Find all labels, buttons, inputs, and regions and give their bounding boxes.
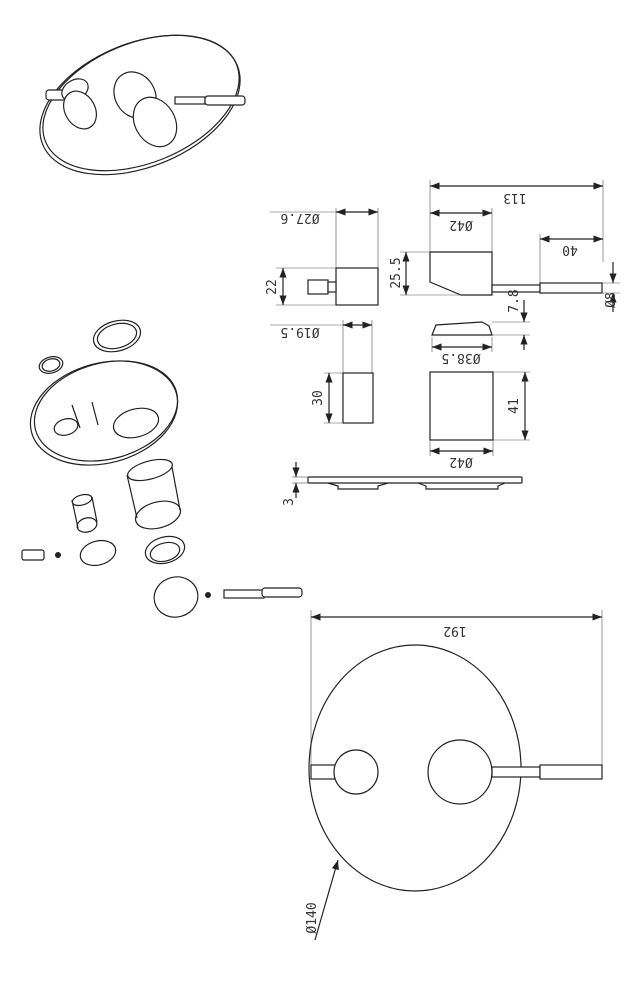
dimension-label: 113 xyxy=(503,190,526,205)
assembled-isometric-view xyxy=(39,34,246,176)
dimension-label: 192 xyxy=(443,623,466,638)
plate-side-view: 3 xyxy=(282,462,523,506)
large-sleeve-side-view: 41 Ø42 xyxy=(429,371,530,469)
dimension-label: Ø42 xyxy=(449,217,472,232)
dimension-label: Ø19.5 xyxy=(280,324,319,339)
exploded-view xyxy=(21,319,303,618)
dimension-label: 7.8 xyxy=(507,289,522,312)
dimension-label: Ø27.6 xyxy=(280,210,319,225)
dimension-label: 3 xyxy=(282,498,297,506)
handle-side-view: 113 Ø42 40 25.5 Ø8 xyxy=(389,180,620,312)
dimension-label: 25.5 xyxy=(389,257,404,288)
dimension-label: 40 xyxy=(562,242,578,257)
dimension-label: Ø140 xyxy=(305,902,320,933)
front-view: 192 Ø140 xyxy=(305,610,603,941)
dimension-label: Ø42 xyxy=(449,454,472,469)
dimension-label: Ø38.5 xyxy=(441,350,480,365)
cap-side-view: 7.8 Ø38.5 xyxy=(431,289,530,365)
small-knob-side-view: Ø27.6 22 xyxy=(265,208,379,306)
dimension-label: 22 xyxy=(265,279,280,295)
dimension-label: 41 xyxy=(507,398,522,414)
dimension-label: 30 xyxy=(311,390,326,406)
dimension-label: Ø8 xyxy=(604,292,619,308)
small-sleeve-side-view: Ø19.5 30 xyxy=(270,320,374,424)
